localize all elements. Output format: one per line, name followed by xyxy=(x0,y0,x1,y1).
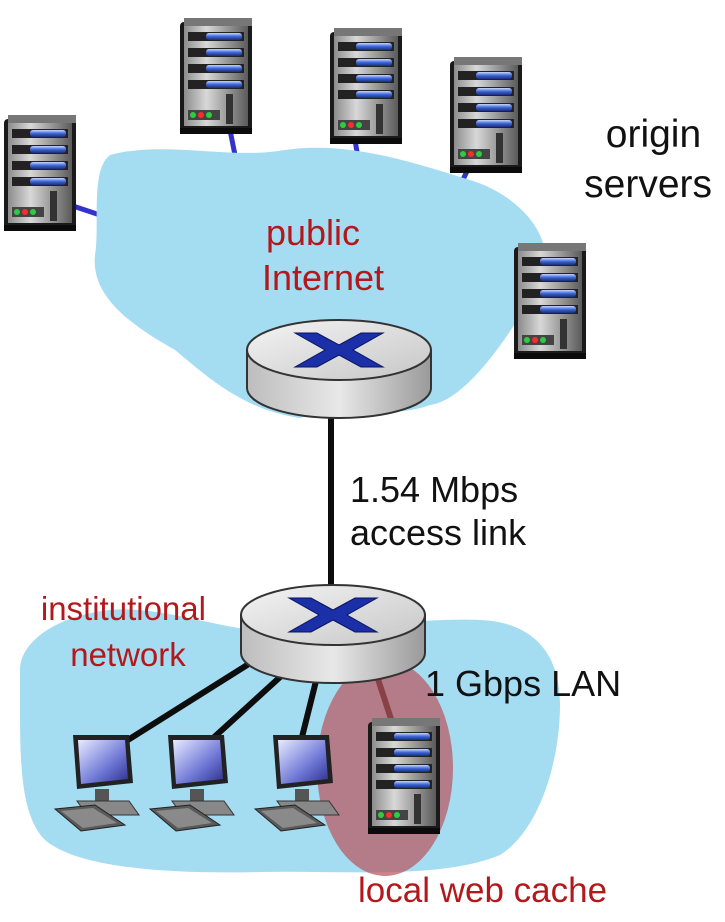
router-icon xyxy=(240,584,426,684)
origin-servers-label: origin servers xyxy=(584,113,712,206)
server-icon xyxy=(330,28,402,144)
institutional-network-label: institutional network xyxy=(41,590,215,673)
server-icon xyxy=(368,718,440,834)
server-icon xyxy=(450,57,522,173)
local-web-cache-label: local web cache xyxy=(358,871,607,910)
public-internet-label: public Internet xyxy=(262,212,384,298)
router-icon xyxy=(246,319,432,419)
server-icon xyxy=(514,243,586,359)
server-icon xyxy=(180,18,252,134)
server-icon xyxy=(4,115,76,231)
access-link-label: 1.54 Mbps access link xyxy=(350,469,528,553)
public-internet-cloud xyxy=(94,147,546,418)
lan-label: 1 Gbps LAN xyxy=(425,663,621,704)
